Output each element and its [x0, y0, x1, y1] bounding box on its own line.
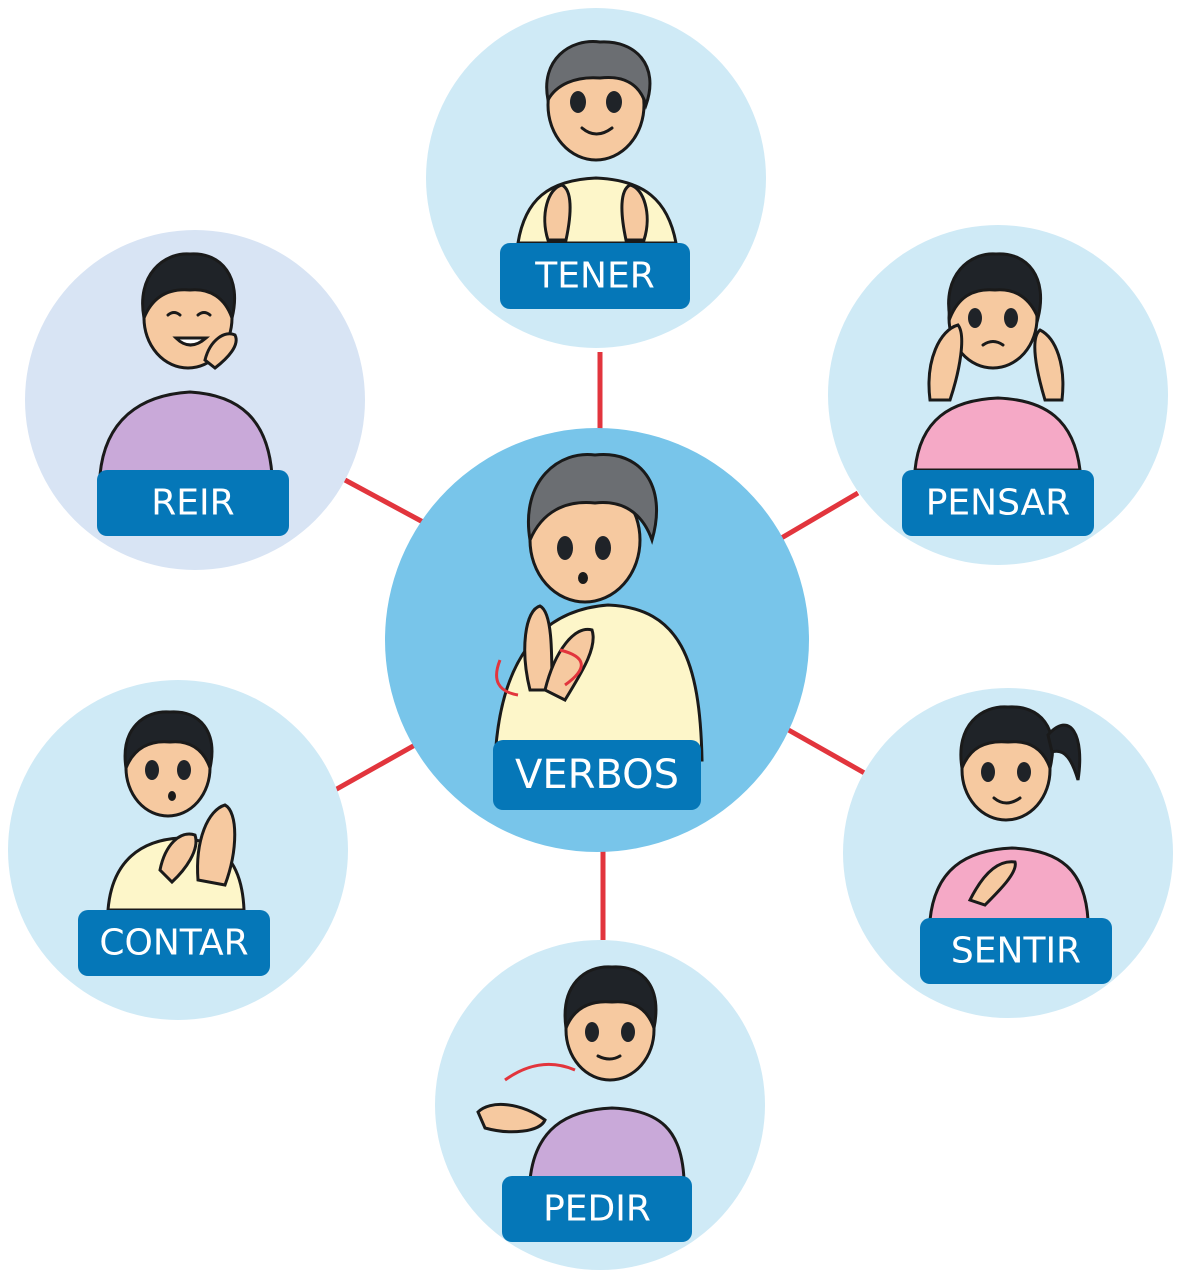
node-contar-label-box — [78, 910, 270, 976]
node-reir-label-box — [97, 470, 289, 536]
girl-signing-pedir-icon — [476, 965, 686, 1182]
boy-signing-tener-icon — [516, 40, 678, 245]
node-sentir-label-box — [920, 918, 1112, 984]
connector-sentir — [783, 725, 870, 778]
girl-signing-reir-icon — [98, 252, 274, 477]
node-pedir-label-box — [502, 1176, 692, 1242]
node-contar-label: CONTAR — [99, 923, 248, 964]
node-sentir: SENTIR — [843, 688, 1173, 1018]
node-tener-label-box — [500, 243, 690, 309]
node-contar: CONTAR — [8, 680, 348, 1020]
node-verbos-center: VERBOS — [385, 428, 809, 852]
connectors — [333, 352, 870, 940]
girl-signing-sentir-icon — [928, 705, 1090, 922]
boy-signing-verbos-icon — [493, 452, 704, 762]
node-pensar: PENSAR — [828, 225, 1168, 565]
node-pedir-label: PEDIR — [543, 1189, 651, 1230]
node-reir: REIR — [25, 230, 365, 570]
girl-signing-pensar-icon — [913, 252, 1082, 472]
node-verbos-label-box — [493, 740, 701, 810]
node-tener-label: TENER — [534, 256, 654, 297]
node-reir-label: REIR — [151, 483, 234, 524]
node-sentir-label: SENTIR — [951, 931, 1081, 972]
connector-reir — [343, 477, 425, 525]
node-verbos-label: VERBOS — [515, 752, 679, 798]
connector-pensar — [776, 490, 860, 543]
node-pensar-label-box — [902, 470, 1094, 536]
connector-contar — [333, 742, 417, 793]
node-pensar-label: PENSAR — [926, 483, 1071, 524]
boy-signing-contar-icon — [106, 710, 246, 912]
node-tener: TENER — [426, 8, 766, 348]
node-pedir: PEDIR — [435, 940, 765, 1270]
